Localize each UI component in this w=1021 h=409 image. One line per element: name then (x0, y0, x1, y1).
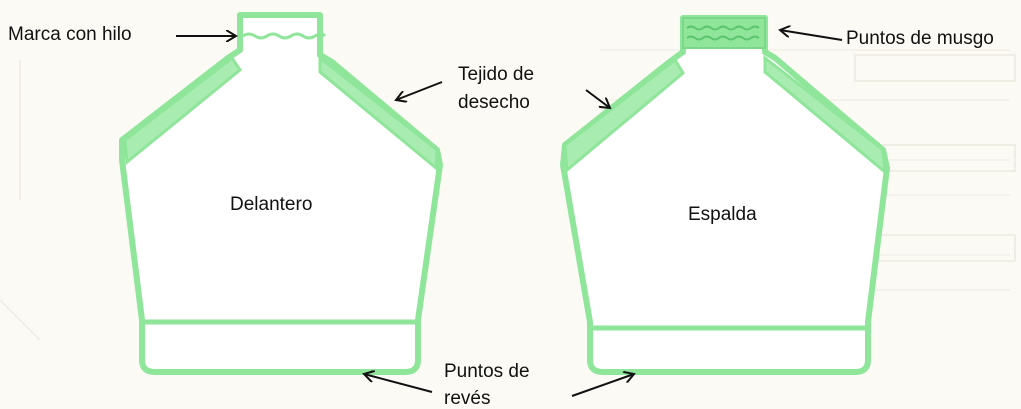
label-delantero: Delantero (230, 194, 312, 215)
back-piece-outline (560, 15, 890, 375)
label-puntos-de: Puntos de (444, 361, 530, 382)
label-desecho: desecho (458, 92, 530, 113)
label-tejido-de: Tejido de (458, 64, 534, 85)
thread-marker (242, 32, 327, 40)
arrow-tejido-left (396, 81, 443, 100)
back-right-shoulder-band (763, 54, 887, 176)
back-piece (560, 15, 890, 375)
front-right-shoulder-band (318, 54, 439, 172)
arrow-tejido-right (585, 89, 610, 108)
arrow-puntos-reves-right (571, 374, 634, 397)
label-reves: revés (444, 388, 490, 409)
front-left-shoulder-band (123, 55, 243, 165)
label-puntos-de-musgo: Puntos de musgo (846, 28, 994, 49)
garter-stitch-band (682, 17, 766, 49)
garter-stitch-texture (686, 25, 760, 41)
back-left-shoulder-band (563, 57, 685, 174)
arrow-puntos-de-musgo (780, 30, 843, 41)
arrow-puntos-reves-left (364, 374, 433, 393)
label-espalda: Espalda (688, 204, 757, 225)
label-marca-con-hilo: Marca con hilo (8, 24, 132, 45)
front-piece (119, 12, 443, 375)
